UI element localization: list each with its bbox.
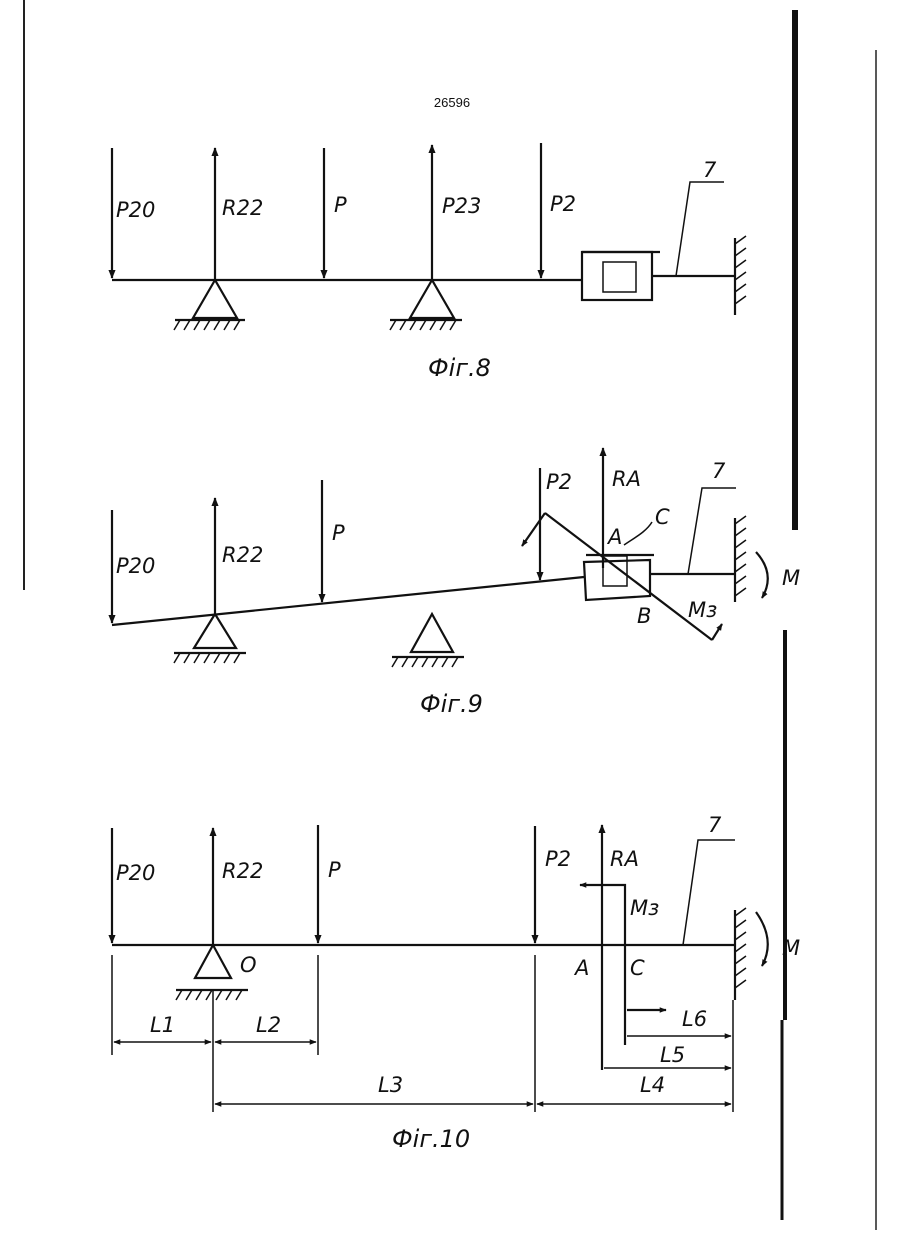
fig8-label-p23: P23 [442,194,481,218]
fig8-label-r22: R22 [222,196,263,220]
fig9-label-a: A [606,525,622,549]
fig9-label-r22: R22 [222,543,263,567]
fig10-label-p2: P2 [545,847,571,871]
fig10-label-o: O [240,953,257,977]
fig8-caption: Фiг.8 [428,354,491,382]
fig8-wall [735,236,746,315]
fig8-leader-line [676,182,724,276]
fig10-label-p: P [328,858,341,882]
fig8-label-p2: P2 [550,192,576,216]
fig8-label-p20: P20 [116,198,155,222]
fig8-support-right [390,280,462,330]
fig10-wall [735,908,746,1000]
fig10-label-r22: R22 [222,859,263,883]
fig8-label-p: P [334,193,347,217]
fig10-label-l1: L1 [150,1013,175,1037]
fig10-caption: Фiг.10 [392,1125,470,1153]
fig9-label-leader: 7 [712,459,726,483]
fig9-support-right [392,614,464,667]
fig8-coupling [582,252,660,300]
fig9-diagram: P20 R22 P P2 RA A C B Mз M 7 Фiг.9 [112,448,800,718]
fig10-label-a: A [573,956,589,980]
fig9-moment-line [545,513,712,640]
fig9-support-left [174,614,246,663]
fig9-wall [735,516,746,602]
fig10-label-l4: L4 [640,1073,665,1097]
fig10-diagram: P20 R22 P P2 RA Mз O A C M 7 L1 L2 L3 L4… [112,813,800,1153]
fig9-label-ra: RA [612,467,641,491]
fig10-label-l5: L5 [660,1043,685,1067]
fig9-coupling [584,555,654,600]
fig9-moment-arrow-top [522,513,545,546]
fig9-label-mz: Mз [688,598,717,622]
fig9-moment-arrow-bottom [712,624,722,640]
fig10-label-m: M [782,936,800,960]
fig10-label-leader: 7 [708,813,722,837]
fig9-label-p2: P2 [546,470,572,494]
fig9-label-m: M [782,566,800,590]
fig9-beam [112,577,584,625]
fig10-label-ra: RA [610,847,639,871]
fig10-leader-line [683,840,735,945]
fig8-support-left [174,280,245,330]
fig9-caption: Фiг.9 [420,690,483,718]
fig9-label-b: B [637,604,651,628]
fig8-diagram: P20 R22 P P23 P2 7 Фiг.8 [112,143,746,382]
fig9-leader-line [688,488,736,574]
fig9-label-c: C [655,505,670,529]
page-number: 26596 [434,95,470,110]
fig9-label-p: P [332,521,345,545]
fig9-moment-m-arc [756,552,768,598]
scan-border-lines [24,0,876,1230]
fig8-label-leader: 7 [703,158,717,182]
fig9-leader-c [624,522,652,545]
fig10-label-l6: L6 [682,1007,707,1031]
fig10-label-l3: L3 [378,1073,403,1097]
fig10-label-l2: L2 [256,1013,281,1037]
fig10-label-mz: Mз [630,896,659,920]
fig9-label-p20: P20 [116,554,155,578]
fig10-moment-m-arc [756,912,768,966]
fig10-support [176,945,248,1000]
fig10-label-c: C [630,956,645,980]
fig10-label-p20: P20 [116,861,155,885]
